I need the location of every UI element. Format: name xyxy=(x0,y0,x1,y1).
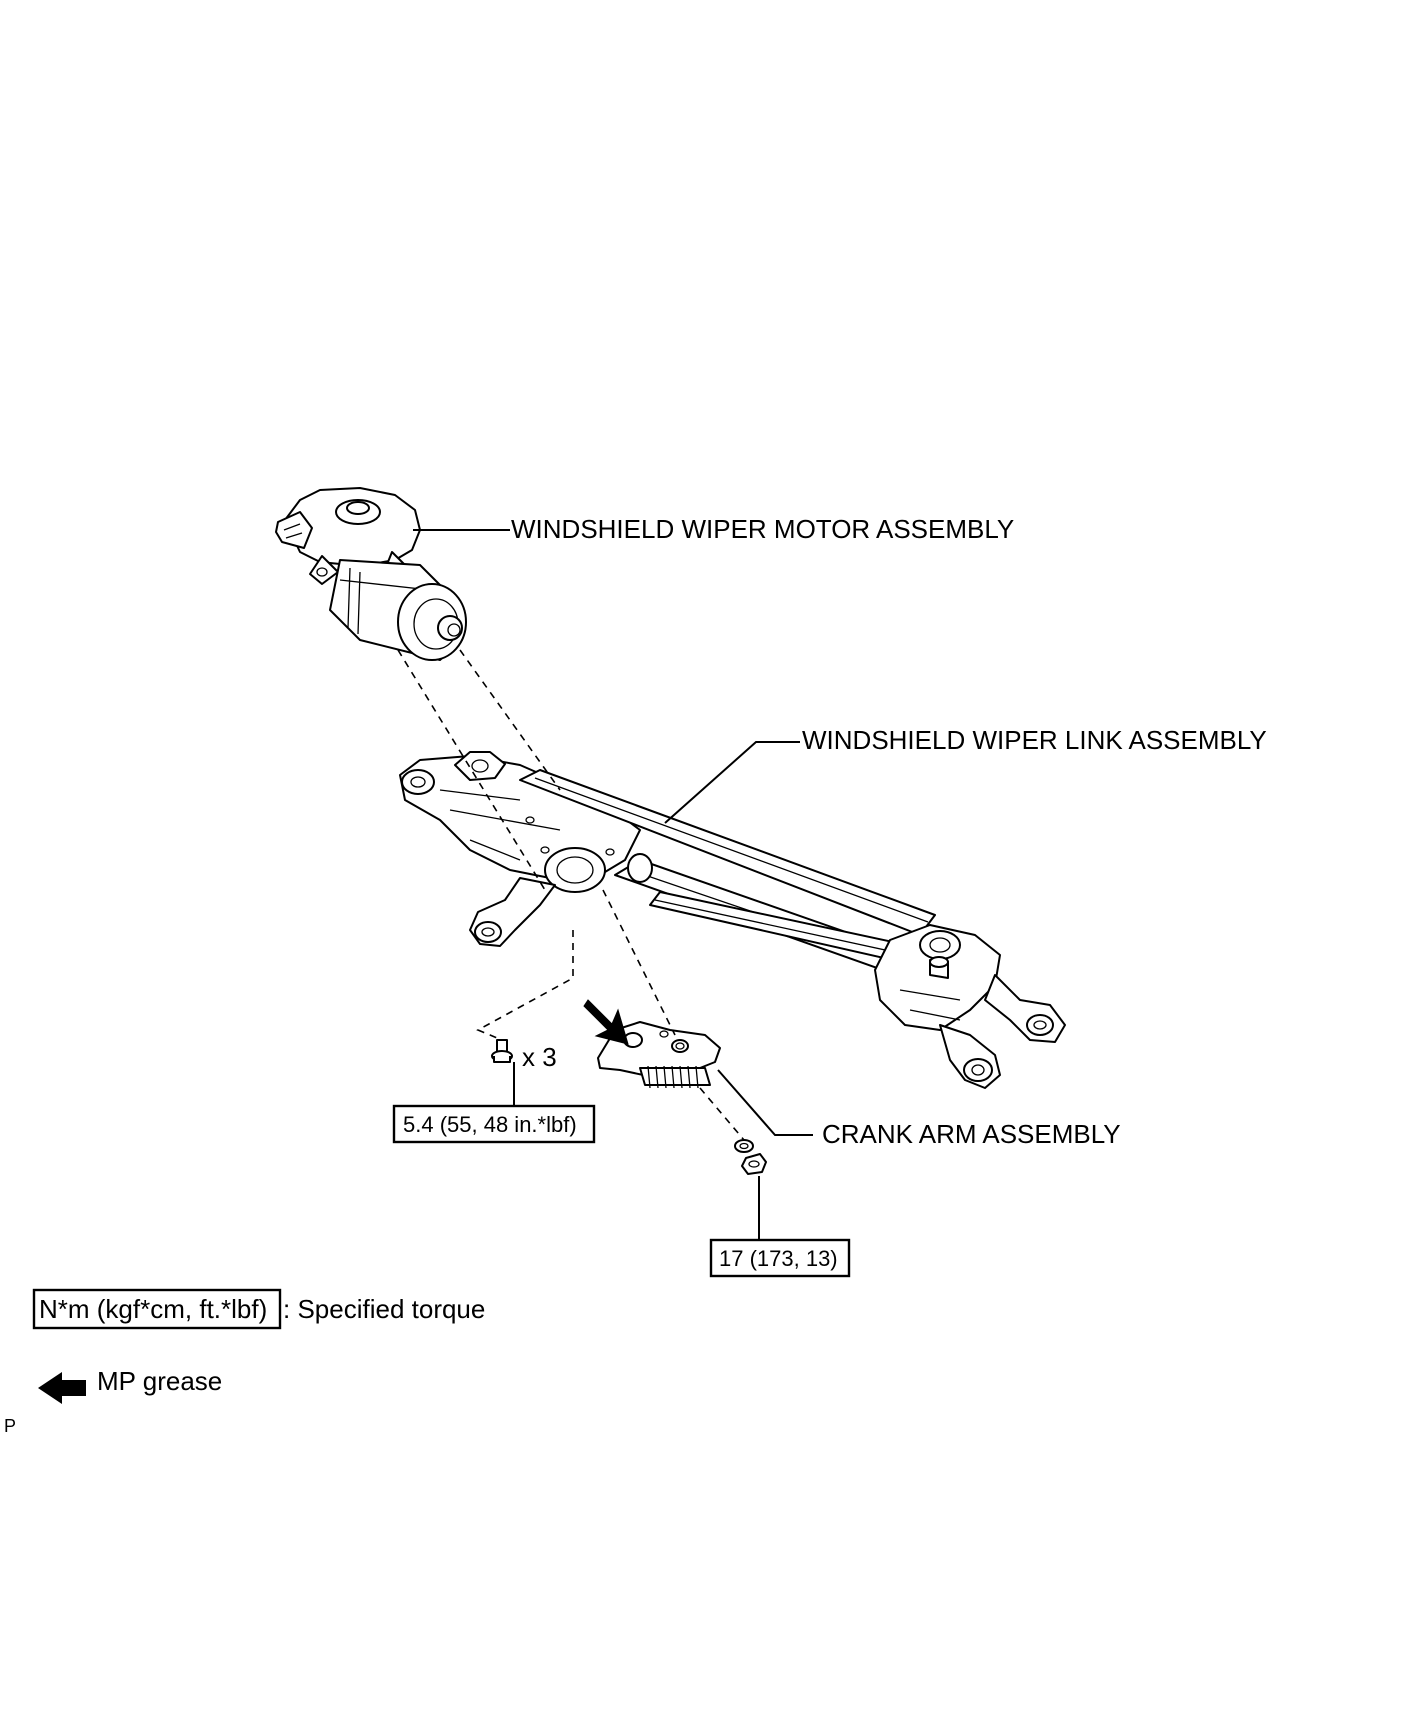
legend-grease-label: MP grease xyxy=(97,1366,222,1396)
bolt-count: x 3 xyxy=(522,1042,557,1072)
grease-arrow-icon xyxy=(38,1372,86,1404)
wiper-link-drawing xyxy=(399,751,1066,1089)
link-callout: WINDSHIELD WIPER LINK ASSEMBLY xyxy=(802,725,1267,755)
bolt-drawing xyxy=(491,1039,513,1063)
torque-value-nut: 17 (173, 13) xyxy=(719,1246,838,1271)
washer-nut-drawing xyxy=(734,1139,767,1175)
legend-torque-unit: N*m (kgf*cm, ft.*lbf) xyxy=(39,1294,267,1324)
motor-callout: WINDSHIELD WIPER MOTOR ASSEMBLY xyxy=(511,514,1014,544)
crank-callout: CRANK ARM ASSEMBLY xyxy=(822,1119,1121,1149)
legend-torque: N*m (kgf*cm, ft.*lbf) : Specified torque xyxy=(32,1288,485,1330)
wiper-motor-drawing xyxy=(275,487,467,661)
leader-lines xyxy=(413,529,813,1240)
legend-grease: MP grease xyxy=(38,1366,222,1404)
legend-torque-desc: : Specified torque xyxy=(283,1294,485,1324)
torque-box-bolts: 5.4 (55, 48 in.*lbf) xyxy=(392,1104,596,1144)
crank-arm-drawing xyxy=(583,999,721,1089)
grease-arrow-icon xyxy=(583,999,629,1045)
corner-mark: P xyxy=(4,1416,16,1436)
assembly-lines xyxy=(397,649,745,1141)
torque-box-nut: 17 (173, 13) xyxy=(709,1238,851,1278)
torque-value-bolts: 5.4 (55, 48 in.*lbf) xyxy=(403,1112,577,1137)
